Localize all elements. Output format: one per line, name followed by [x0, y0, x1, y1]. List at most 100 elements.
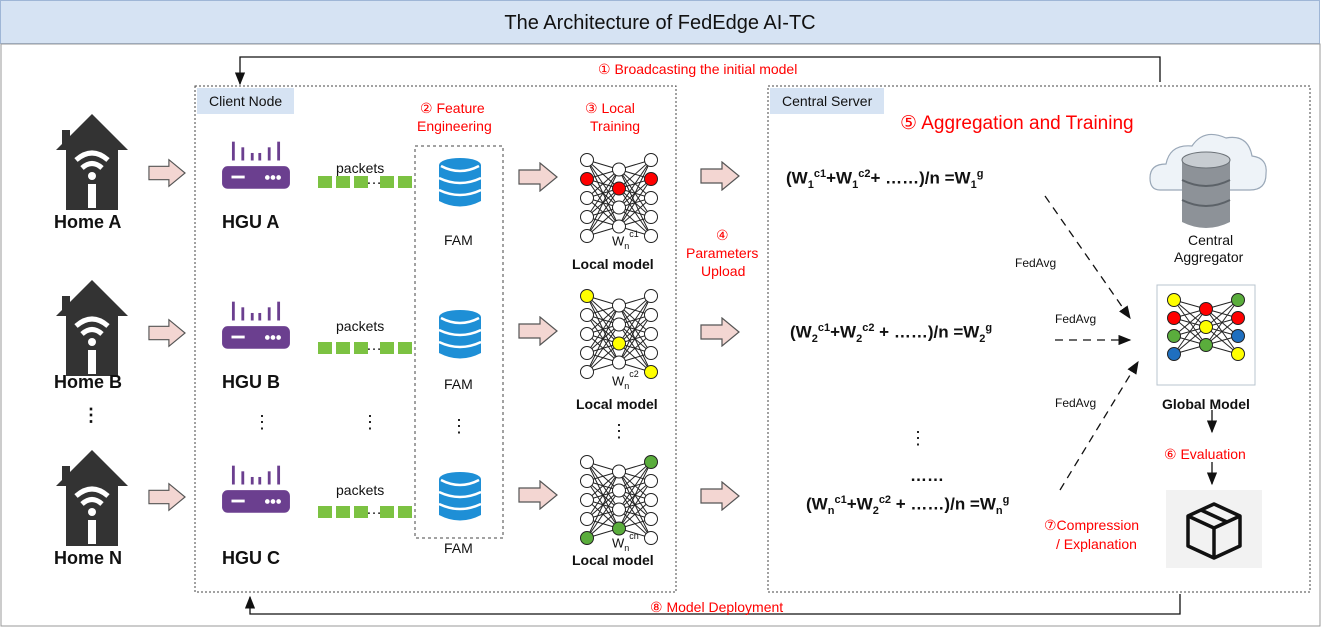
nn-node: [644, 308, 658, 322]
home-a-label: Home A: [54, 212, 122, 232]
nn-node: [612, 317, 626, 332]
packets-group: ………: [318, 171, 412, 518]
nn-node: [580, 172, 594, 186]
nn-node: [1231, 293, 1245, 307]
nn-node: [1167, 311, 1181, 325]
nn-node: [580, 346, 594, 360]
packet-block: [398, 506, 412, 518]
fedavg-label: FedAvg: [1015, 256, 1057, 270]
nn-node: [612, 355, 626, 370]
nn-node: [612, 464, 626, 479]
nn-node: [580, 455, 594, 469]
home-b-icon: [56, 280, 128, 376]
packet-ellipsis: …: [366, 337, 382, 354]
nn-node: [612, 200, 626, 215]
packet-block: [398, 176, 412, 188]
fedavg-label: FedAvg: [1055, 396, 1097, 410]
step-deployment: ⑧ Model Deployment: [650, 599, 784, 615]
packet-block: [318, 342, 332, 354]
nn-node: [612, 336, 626, 351]
nn-node: [644, 365, 658, 379]
nn-node: [580, 327, 594, 341]
nn-node: [580, 210, 594, 224]
equation-1: (W1c1+W1c2+ ……)/n =W1g: [786, 168, 984, 192]
step-evaluation: ⑥ Evaluation: [1164, 446, 1246, 462]
nn-node: [644, 531, 658, 545]
equation-2: (W2c1+W2c2 + ……)/n =W2g: [790, 322, 993, 346]
svg-text:⋮: ⋮: [909, 428, 927, 448]
nn-node: [644, 493, 658, 507]
central-server-label: Central Server: [770, 88, 885, 114]
home-a-icon: [56, 114, 128, 210]
nn-node: [644, 289, 658, 303]
packet-block: [380, 506, 394, 518]
nn-node: [644, 153, 658, 167]
svg-text:⋮: ⋮: [610, 421, 628, 441]
global-model-icon: [1167, 293, 1245, 361]
packet-block: [354, 176, 368, 188]
database-icon: [437, 156, 483, 208]
packet-block: [336, 342, 350, 354]
nn-node: [612, 162, 626, 177]
client-node-label: Client Node: [197, 88, 295, 114]
packet-ellipsis: …: [366, 171, 382, 188]
nn-node: [580, 229, 594, 243]
packet-block: [318, 176, 332, 188]
nn-node: [612, 181, 626, 196]
weight-label: Wncn: [612, 531, 639, 553]
home-n-label: Home N: [54, 548, 123, 568]
nn-node: [644, 172, 658, 186]
weight-label: Wnc1: [612, 229, 639, 251]
nn-node: [580, 512, 594, 526]
packet-block: [336, 176, 350, 188]
nn-node: [1199, 302, 1213, 316]
diagram-title: The Architecture of FedEdge AI-TC: [0, 0, 1320, 44]
nn-node: [612, 521, 626, 536]
nn-node: [1167, 293, 1181, 307]
central-aggregator-label-1: Central: [1188, 232, 1234, 248]
svg-text:⋮: ⋮: [450, 416, 468, 436]
packets-label: packets: [336, 318, 385, 334]
router-icon: [220, 140, 292, 191]
global-model-label: Global Model: [1162, 396, 1250, 412]
step-compression-1: ⑦Compression: [1044, 517, 1140, 533]
packet-block: [336, 506, 350, 518]
nn-node: [580, 289, 594, 303]
step-param-upload-2: Upload: [701, 263, 746, 279]
weight-label: Wnc2: [612, 369, 639, 391]
step-param-upload-1: Parameters: [686, 245, 759, 261]
nn-node: [1231, 329, 1245, 343]
nn-node: [1199, 338, 1213, 352]
nn-node: [580, 365, 594, 379]
nn-node: [580, 493, 594, 507]
nn-node: [612, 219, 626, 234]
home-b-label: Home B: [54, 372, 123, 392]
step-compression-2: / Explanation: [1056, 536, 1137, 552]
local-model-label: Local model: [576, 396, 658, 412]
nn-node: [580, 308, 594, 322]
step-feature-engineering-2: Engineering: [417, 118, 492, 134]
packet-block: [380, 176, 394, 188]
nn-node: [1231, 347, 1245, 361]
nn-node: [1167, 329, 1181, 343]
neural-nets: [580, 153, 658, 545]
nn-node: [612, 483, 626, 498]
packet-block: [318, 506, 332, 518]
packet-block: [398, 342, 412, 354]
step-local-training-2: Training: [590, 118, 641, 134]
fam-label: FAM: [444, 376, 473, 392]
step-aggregation: ⑤ Aggregation and Training: [900, 113, 1134, 134]
packets-label: packets: [336, 482, 385, 498]
nn-node: [644, 229, 658, 243]
database-icon: [437, 470, 483, 522]
hgu-a-label: HGU A: [222, 212, 280, 232]
nn-node: [644, 346, 658, 360]
nn-node: [1199, 320, 1213, 334]
packets-label: packets: [336, 160, 385, 176]
nn-node: [644, 455, 658, 469]
svg-text:⋮: ⋮: [361, 412, 379, 432]
nn-node: [644, 191, 658, 205]
hgu-c-label: HGU C: [222, 548, 280, 568]
